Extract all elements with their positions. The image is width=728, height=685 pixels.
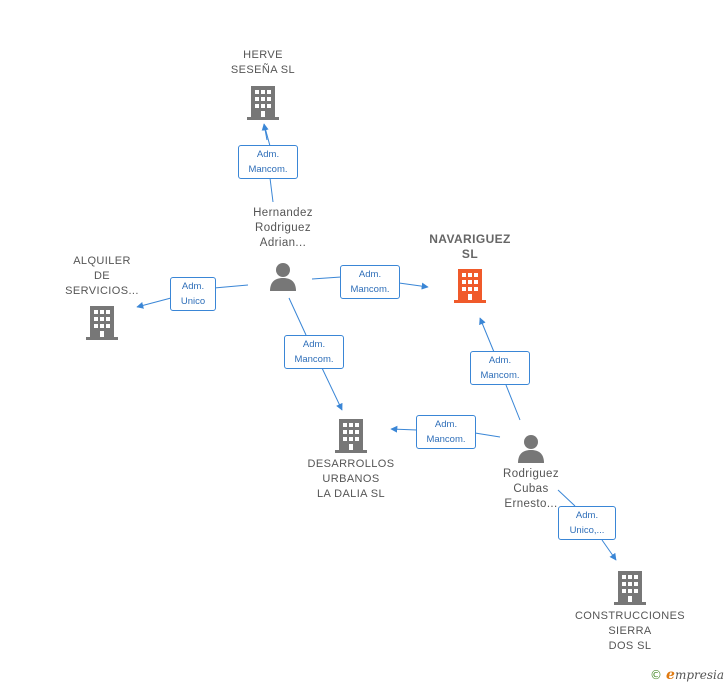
person-label: Hernandez Rodriguez Adrian... (253, 207, 313, 249)
copyright-symbol: © (650, 668, 663, 682)
edge-hernandez-desarrollos (288, 297, 342, 410)
node-rodriguez[interactable]: Rodriguez Cubas Ernesto... (503, 432, 559, 510)
edge-rodriguez-desarrollos (391, 429, 501, 438)
edge-hernandez-alquiler (137, 284, 249, 307)
edge-hernandez-herve-arrow (261, 123, 269, 141)
edge-label-hernandez-desarrollos[interactable]: Adm. Mancom. (284, 335, 344, 369)
node-alquiler[interactable]: ALQUILER DE SERVICIOS... (65, 255, 138, 340)
edge-label-rodriguez-navariguez[interactable]: Adm. Mancom. (470, 351, 530, 385)
brand-initial: e (666, 667, 675, 683)
company-label: ALQUILER DE SERVICIOS... (65, 255, 139, 297)
company-label: CONSTRUCCIONES SIERRA DOS SL (574, 610, 686, 652)
main-company-label: NAVARIGUEZ SL (429, 232, 511, 261)
edge-rodriguez-construcciones (557, 489, 616, 560)
building-icon (247, 86, 279, 120)
building-icon (454, 269, 486, 303)
building-icon (614, 571, 646, 605)
brand-name: mpresia (674, 668, 724, 682)
node-desarrollos[interactable]: DESARROLLOS URBANOS LA DALIA SL (308, 417, 394, 500)
company-label: DESARROLLOS URBANOS LA DALIA SL (307, 458, 395, 500)
node-construcciones[interactable]: CONSTRUCCIONES SIERRA DOS SL (575, 569, 685, 652)
edge-label-hernandez-navariguez[interactable]: Adm. Mancom. (340, 265, 400, 299)
node-herve[interactable]: HERVE SESEÑA SL (231, 49, 295, 120)
edge-label-hernandez-alquiler[interactable]: Adm. Unico (170, 277, 216, 311)
person-icon (270, 263, 296, 291)
edge-rodriguez-navariguez (480, 318, 521, 421)
company-label: HERVE SESEÑA SL (230, 49, 296, 76)
person-icon (518, 435, 544, 463)
building-icon (86, 306, 118, 340)
edge-label-hernandez-herve[interactable]: Adm. Mancom. (238, 145, 298, 179)
node-hernandez[interactable]: Hernandez Rodriguez Adrian... (253, 207, 313, 292)
edge-label-rodriguez-construcciones[interactable]: Adm. Unico,... (558, 506, 616, 540)
person-label: Rodriguez Cubas Ernesto... (502, 468, 560, 510)
building-icon (335, 419, 367, 453)
node-navariguez[interactable]: NAVARIGUEZ SL (429, 232, 510, 303)
edge-label-rodriguez-desarrollos[interactable]: Adm. Mancom. (416, 415, 476, 449)
edge-hernandez-navariguez (311, 276, 428, 287)
brand-footer[interactable]: ©empresia (650, 667, 724, 683)
